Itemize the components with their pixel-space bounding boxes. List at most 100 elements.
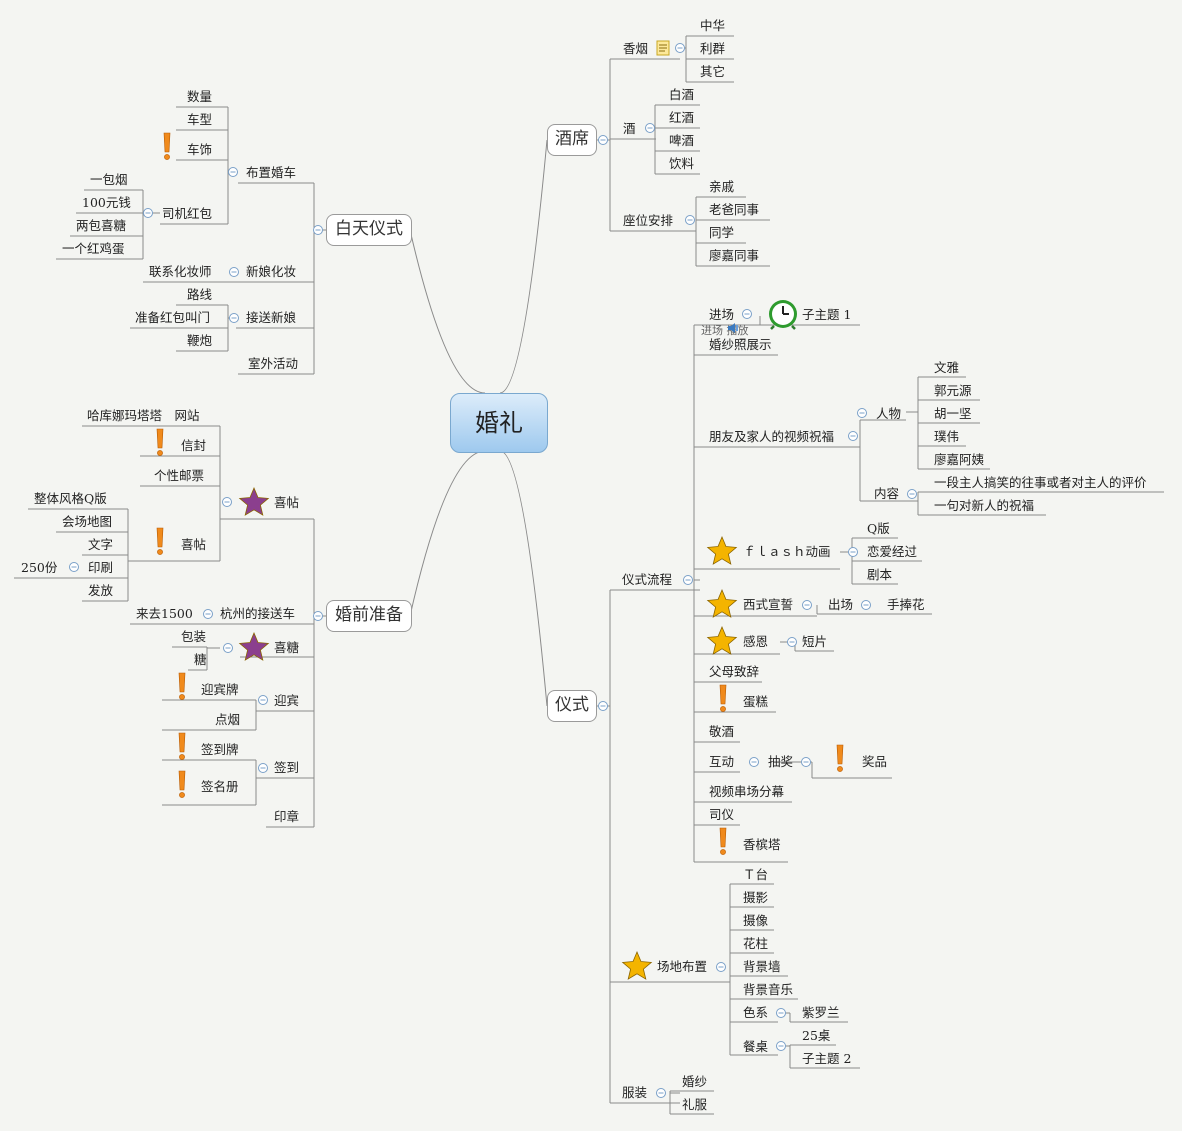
topic-yishi[interactable]: 仪式 [547, 690, 597, 722]
node-zizhuti2[interactable]: 子主题 2 [802, 1051, 852, 1066]
node-yiduan[interactable]: 一段主人搞笑的往事或者对主人的评价 [934, 475, 1147, 490]
node-canzhuo[interactable]: 餐桌 [743, 1039, 769, 1054]
root-topic[interactable]: 婚礼 [450, 393, 548, 453]
node-xiangbin[interactable]: 香槟塔 [743, 837, 781, 852]
node-beijingyinyue[interactable]: 背景音乐 [743, 982, 794, 997]
node-baozhuang[interactable]: 包装 [181, 629, 207, 644]
node-shuliang[interactable]: 数量 [187, 89, 213, 104]
node-lifu[interactable]: 礼服 [682, 1097, 708, 1112]
node-shoupeng[interactable]: 手捧花 [887, 597, 925, 612]
node-jiu[interactable]: 酒 [623, 121, 636, 136]
node-hongjiu[interactable]: 红酒 [669, 110, 695, 125]
topic-hunqian[interactable]: 婚前准备 [326, 600, 412, 632]
node-flash[interactable]: ｆｌａｓｈ动画 [743, 544, 831, 559]
node-luxian[interactable]: 路线 [187, 287, 213, 302]
node-laoba[interactable]: 老爸同事 [709, 202, 760, 217]
node-chesh[interactable]: 车饰 [187, 142, 213, 157]
node-hunsha[interactable]: 婚纱 [682, 1074, 708, 1089]
node-siji[interactable]: 司机红包 [162, 206, 213, 221]
node-xishi[interactable]: 西式宣誓 [743, 597, 794, 612]
node-fumu[interactable]: 父母致辞 [709, 664, 760, 679]
node-yuan100[interactable]: 100元钱 [82, 195, 131, 210]
node-jiaomen[interactable]: 准备红包叫门 [135, 310, 211, 325]
node-choujiang[interactable]: 抽奖 [768, 754, 794, 769]
node-jinchang[interactable]: 进场 [709, 307, 735, 322]
node-renwu[interactable]: 人物 [876, 406, 902, 421]
node-wenzi[interactable]: 文字 [88, 537, 114, 552]
node-baijiu[interactable]: 白酒 [669, 87, 695, 102]
node-huazhu[interactable]: 花柱 [743, 936, 769, 951]
node-zhuo25[interactable]: 25桌 [802, 1028, 831, 1043]
node-yibaoyan[interactable]: 一包烟 [90, 172, 128, 187]
node-ziluolan[interactable]: 紫罗兰 [802, 1005, 840, 1020]
node-liucheng[interactable]: 仪式流程 [622, 572, 673, 587]
node-qiandao[interactable]: 签到 [274, 760, 300, 775]
node-yinzhang[interactable]: 印章 [274, 809, 300, 824]
node-laiqu[interactable]: 来去1500 [136, 606, 193, 621]
node-xinfeng[interactable]: 信封 [181, 438, 207, 453]
node-jiangpin[interactable]: 奖品 [862, 754, 888, 769]
node-zuowei[interactable]: 座位安排 [623, 213, 674, 228]
node-liaojiaayi[interactable]: 廖嘉阿姨 [934, 452, 985, 467]
node-qianmingce[interactable]: 签名册 [201, 779, 239, 794]
node-bianpao[interactable]: 鞭炮 [187, 333, 213, 348]
node-huazhuang[interactable]: 新娘化妆 [246, 264, 297, 279]
node-yingbinpai[interactable]: 迎宾牌 [201, 682, 239, 697]
node-guoyuanyuan[interactable]: 郭元源 [934, 383, 972, 398]
node-juben[interactable]: 剧本 [867, 567, 893, 582]
node-chuchang[interactable]: 出场 [828, 597, 854, 612]
node-siyi[interactable]: 司仪 [709, 807, 735, 822]
node-zhufu[interactable]: 朋友及家人的视频祝福 [709, 429, 835, 444]
node-fengge[interactable]: 整体风格Q版 [34, 491, 107, 506]
node-wenya[interactable]: 文雅 [934, 360, 960, 375]
node-xitang[interactable]: 喜糖 [274, 640, 300, 655]
node-sheying[interactable]: 摄影 [743, 890, 769, 905]
node-sexi[interactable]: 色系 [743, 1005, 769, 1020]
node-ganen[interactable]: 感恩 [743, 634, 769, 649]
node-youpiao[interactable]: 个性邮票 [154, 468, 205, 483]
node-dangao[interactable]: 蛋糕 [743, 694, 769, 709]
node-changdi[interactable]: 场地布置 [657, 959, 708, 974]
node-hunsha-zhan[interactable]: 婚纱照展示 [709, 337, 772, 352]
node-neirong[interactable]: 内容 [874, 486, 900, 501]
node-tongxue[interactable]: 同学 [709, 225, 735, 240]
node-pijiu[interactable]: 啤酒 [669, 133, 695, 148]
node-jingjiu[interactable]: 敬酒 [709, 724, 735, 739]
node-liaojia[interactable]: 廖嘉同事 [709, 248, 760, 263]
node-huyijian[interactable]: 胡一坚 [934, 406, 972, 421]
node-chexing[interactable]: 车型 [187, 112, 213, 127]
node-zizhuti1[interactable]: 子主题 1 [802, 307, 852, 322]
node-yiju[interactable]: 一句对新人的祝福 [934, 498, 1035, 513]
node-buzhi[interactable]: 布置婚车 [246, 165, 297, 180]
topic-jiuxi[interactable]: 酒席 [547, 124, 597, 156]
node-duanpian[interactable]: 短片 [802, 634, 828, 649]
node-shexiang[interactable]: 摄像 [743, 913, 769, 928]
node-lianai[interactable]: 恋爱经过 [867, 544, 918, 559]
node-beijingqiang[interactable]: 背景墙 [743, 959, 781, 974]
node-hongjidan[interactable]: 一个红鸡蛋 [62, 241, 125, 256]
node-qinqi[interactable]: 亲戚 [709, 179, 735, 194]
node-lianxi[interactable]: 联系化妆师 [149, 264, 212, 279]
speaker-icon[interactable] [727, 322, 739, 334]
node-xitang2[interactable]: 两包喜糖 [76, 218, 127, 233]
node-shiwai[interactable]: 室外活动 [248, 356, 299, 371]
node-dianyan[interactable]: 点烟 [215, 712, 241, 727]
node-puwei[interactable]: 璞伟 [934, 429, 960, 444]
node-jiesong[interactable]: 接送新娘 [246, 310, 297, 325]
node-wangzhan[interactable]: 哈库娜玛塔塔 网站 [87, 408, 200, 423]
node-ditu[interactable]: 会场地图 [62, 514, 113, 529]
node-qiandaopai[interactable]: 签到牌 [201, 742, 239, 757]
node-hudong[interactable]: 互动 [709, 754, 735, 769]
node-tai[interactable]: Ｔ台 [743, 867, 769, 882]
node-tang[interactable]: 糖 [194, 652, 207, 667]
node-jiesongche[interactable]: 杭州的接送车 [220, 606, 296, 621]
node-shipin[interactable]: 视频串场分幕 [709, 784, 785, 799]
node-yingbin[interactable]: 迎宾 [274, 693, 300, 708]
node-fuzhuang[interactable]: 服装 [622, 1085, 648, 1100]
node-qita[interactable]: 其它 [700, 64, 726, 79]
node-qban[interactable]: Q版 [867, 521, 890, 536]
topic-baitian[interactable]: 白天仪式 [326, 214, 412, 246]
node-zhonghua[interactable]: 中华 [700, 18, 726, 33]
node-liqun[interactable]: 利群 [700, 41, 726, 56]
node-xitie[interactable]: 喜帖 [274, 495, 300, 510]
